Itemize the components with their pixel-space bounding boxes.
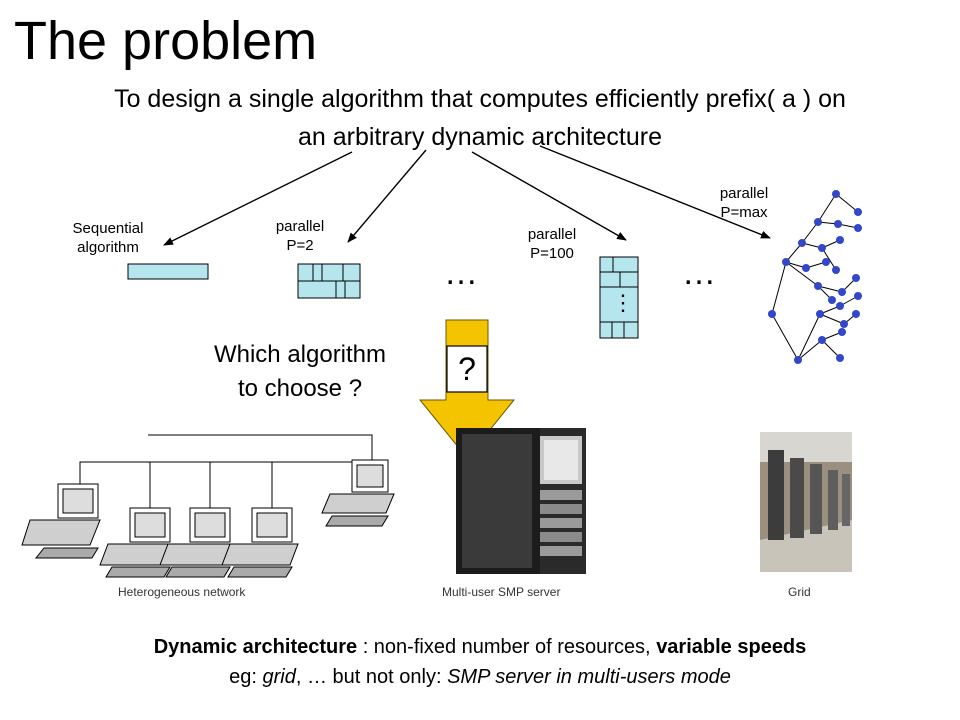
caption-grid: Grid (788, 585, 811, 599)
footer-term-variable-speeds: variable speeds (656, 636, 807, 658)
parallel-max-tree (771, 193, 859, 361)
arrow-to-sequential (163, 151, 353, 246)
footer-term-grid: grid (262, 666, 296, 688)
computer-2-icon (99, 507, 177, 578)
label-parallel-2-line-2: P=2 (286, 237, 314, 254)
slide-title: The problem (14, 11, 318, 71)
label-parallel-max-line-1: parallel (719, 185, 769, 202)
caption-heterogeneous-network: Heterogeneous network (118, 585, 246, 599)
label-sequential-line-2: algorithm (77, 239, 139, 256)
label-parallel-max: parallel P=max (704, 184, 784, 222)
footer-text-2: eg: (229, 666, 263, 688)
column-ellipsis: ⋮ (612, 290, 634, 315)
computer-5-icon (321, 459, 395, 527)
footer-text-3: , … but not only: (295, 666, 448, 688)
problem-statement-line-1: To design a single algorithm that comput… (114, 85, 846, 113)
computer-1-icon (21, 483, 101, 559)
computer-4-icon (221, 507, 299, 578)
computer-3-icon (159, 507, 237, 578)
grid-photo (760, 432, 852, 572)
label-parallel-100-line-2: P=100 (530, 245, 574, 262)
label-parallel-2-line-1: parallel (275, 218, 325, 235)
label-parallel-100: parallel P=100 (512, 225, 592, 263)
which-algorithm-line-1: Which algorithm (213, 341, 387, 368)
ellipsis-1: … (444, 254, 480, 292)
label-parallel-2: parallel P=2 (262, 217, 338, 255)
parallel-100-blocks (599, 256, 639, 339)
arrow-to-parallel-2 (347, 149, 427, 243)
question-box (446, 345, 488, 393)
footer-term-smp: SMP server in multi-users mode (447, 666, 731, 688)
which-algorithm-line-2: to choose ? (237, 375, 363, 402)
label-parallel-max-line-2: P=max (720, 204, 768, 221)
arrow-to-parallel-max (539, 145, 771, 239)
arrow-to-parallel-100 (471, 151, 627, 241)
question-mark: ? (458, 351, 476, 387)
ellipsis-2: … (682, 254, 718, 292)
smp-server-image (456, 428, 586, 574)
label-sequential-line-1: Sequential (72, 220, 144, 237)
network-illustration (79, 434, 373, 510)
parallel-2-blocks (297, 263, 361, 299)
sequential-block (127, 263, 209, 280)
caption-smp-server: Multi-user SMP server (442, 585, 561, 599)
footer-line-2: eg: grid, … but not only: SMP server in … (0, 663, 960, 691)
footer-line-1: Dynamic architecture : non-fixed number … (0, 633, 960, 661)
label-parallel-100-line-1: parallel (527, 226, 577, 243)
which-algorithm-question: Which algorithm to choose ? (170, 338, 430, 406)
problem-statement-line-2: an arbitrary dynamic architecture (297, 123, 663, 151)
problem-statement: To design a single algorithm that comput… (0, 80, 960, 156)
footer-text-1: : non-fixed number of resources, (357, 636, 657, 658)
label-sequential: Sequential algorithm (62, 219, 154, 257)
parallel-max-tree-nodes (768, 190, 862, 364)
footer-term-dynamic-architecture: Dynamic architecture (153, 636, 358, 658)
